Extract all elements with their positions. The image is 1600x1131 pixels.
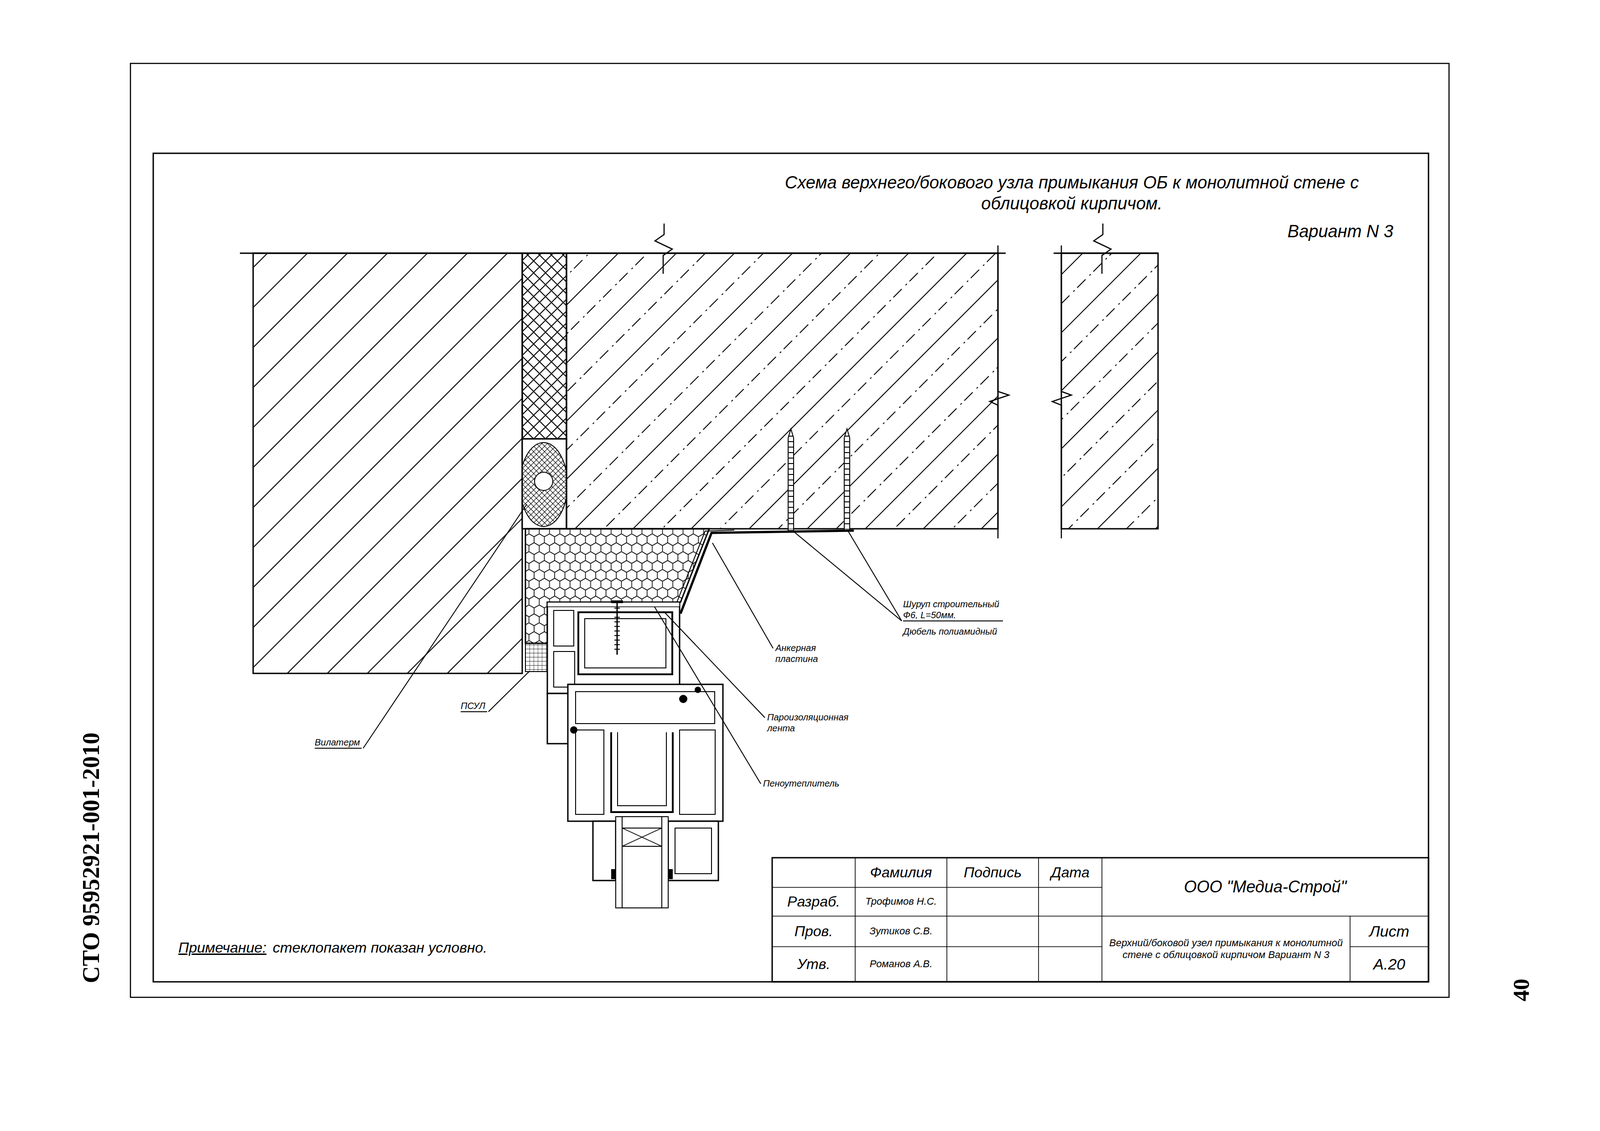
part-label: Дюбель полиамидный [903,625,998,637]
spacer-cross [622,827,662,847]
sash-leg [592,820,616,881]
spacer [622,827,662,847]
leader-line [712,542,774,649]
part-label: Шуруп строительный Ф6, L=50мм. [903,598,1003,622]
sash-chamber [575,729,604,815]
window-frame [547,602,723,881]
part-label: Пеноутеплитель [763,777,840,789]
leader-line [848,531,902,621]
title-block-grid [772,857,1429,982]
frame-screw [611,600,624,655]
note-text: стеклопакет показан условно. [272,938,488,956]
screw-shank [616,602,619,655]
leader-line [663,611,765,718]
vilaterm-cord [522,442,567,527]
leader-line [488,671,530,712]
screw [788,428,850,531]
screw-thread [614,607,620,653]
frame-steel-inner [584,618,666,668]
gasket [694,686,702,693]
break-line [989,245,1009,539]
top-line [239,252,1006,255]
insulation-layer [522,253,567,439]
table-cell: Пров. [772,915,856,947]
table-header: Фамилия [855,857,947,888]
screw-thread [844,435,850,530]
drawing-name: Верхний/боковой узел примыкания к моноли… [1101,915,1351,982]
leader-line [654,606,761,784]
page-number: 40 [1507,978,1535,1002]
dowel [844,428,850,531]
company-name: ООО "Медиа-Строй" [1101,857,1429,916]
frame-chamber [553,610,574,646]
leader-lines [363,503,902,784]
table-cell: Утв. [772,946,856,982]
table-cell: Лист [1350,915,1429,947]
gasket [570,726,578,734]
outer-frame [130,63,1450,998]
glass-unit [615,816,669,908]
part-label: ПСУЛ [460,700,488,712]
break-line [1052,245,1072,539]
table-cell: Разраб. [772,887,856,916]
screw-thread [788,435,794,530]
frame-steel [578,612,673,675]
part-label: Пароизоляционная лента [767,711,859,734]
gasket [668,868,673,879]
vilaterm-ellipse [522,442,567,527]
leader-line [363,503,527,749]
table-cell: Трофимов Н.С. [855,887,947,916]
dowel [788,428,794,531]
sash-steel [611,732,673,812]
standard-code: СТО 95952921-001-2010 [77,732,106,983]
break-line [1093,223,1112,274]
table-header: Подпись [946,857,1039,888]
monolithic-wall [566,253,998,529]
sash-profile [567,684,723,821]
sash-steel-inner [617,732,667,806]
vilaterm-core [534,472,553,491]
screw-head [611,600,624,603]
gasket [679,694,688,703]
glass-outline [615,816,669,908]
title-block [772,857,1429,982]
inner-frame [153,153,1429,982]
leader-line [793,531,902,621]
sash-chamber [575,691,715,724]
table-cell: Романов А.В. [855,946,947,982]
frame-chamber [553,651,575,687]
anchor-plate [680,530,854,614]
part-label: Анкерная пластина [775,642,831,665]
frame-leg [547,693,571,744]
variant-label: Вариант N 3 [1208,221,1394,243]
title-block-border [772,857,1429,982]
gasket [611,868,616,879]
part-label: Вилатерм [314,736,362,749]
vapour-tape [674,529,735,609]
brick-facing [253,253,523,674]
table-header: Дата [1038,857,1102,888]
sheet-number: А.20 [1350,946,1429,982]
glazing-bead [668,820,719,881]
break-line [654,223,673,274]
psul-tape [525,643,548,672]
sash-chamber [679,729,716,815]
note-heading: Примечание: [178,938,267,956]
drawing-title: Схема верхнего/бокового узла примыкания … [748,172,1396,214]
bead-chamber [675,827,712,874]
monolithic-wall-part [1061,253,1159,529]
table-cell: Зутиков С.В. [855,915,947,947]
